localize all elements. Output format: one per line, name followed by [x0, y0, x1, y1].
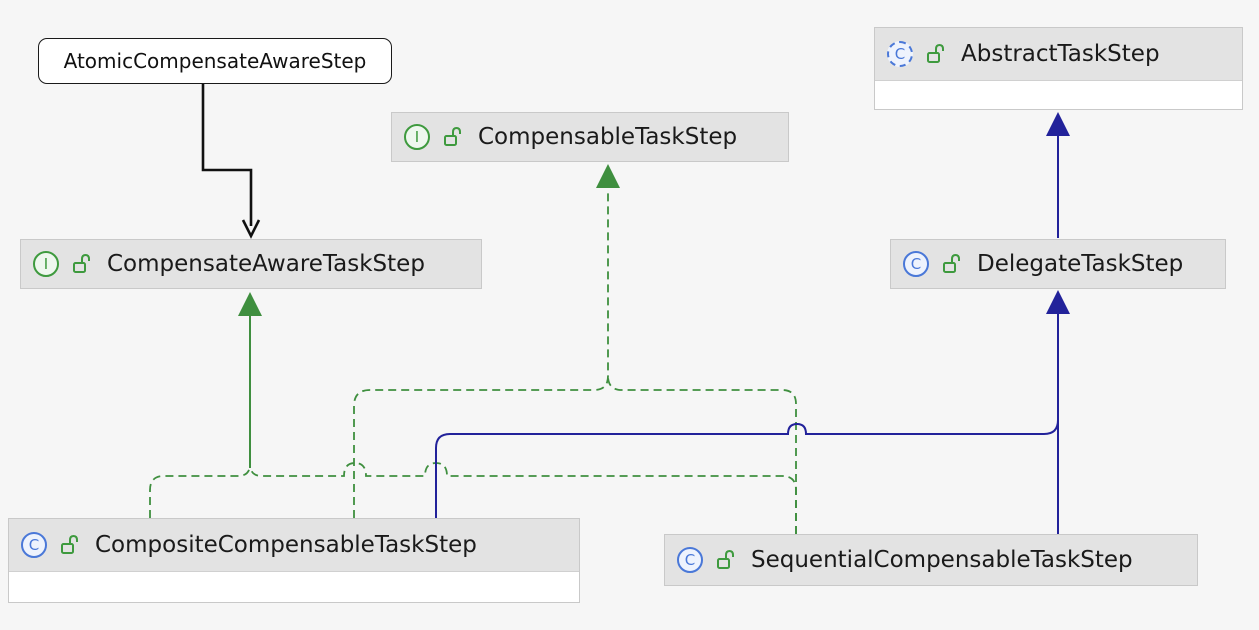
- node-header: I CompensateAwareTaskStep: [21, 240, 481, 288]
- implements-edges: [149, 192, 797, 534]
- unlocked-padlock-icon: [73, 253, 90, 273]
- unlocked-padlock-icon: [444, 126, 461, 146]
- node-header: C AbstractTaskStep: [875, 28, 1242, 81]
- node-body: [875, 81, 1242, 109]
- extends-arrowhead-delegate: [1046, 290, 1070, 314]
- note-text: AtomicCompensateAwareStep: [63, 49, 367, 73]
- node-title: DelegateTaskStep: [977, 251, 1184, 277]
- note-atomic-compensate-aware-step[interactable]: AtomicCompensateAwareStep: [38, 38, 392, 84]
- node-title: CompensateAwareTaskStep: [107, 251, 425, 277]
- node-abstract-task-step[interactable]: C AbstractTaskStep: [874, 27, 1243, 110]
- unlocked-padlock-icon: [943, 253, 960, 273]
- abstract-class-icon: C: [887, 41, 913, 67]
- extends-arrowhead-abstract: [1046, 112, 1070, 136]
- node-sequential-compensable-task-step[interactable]: C SequentialCompensableTaskStep: [664, 534, 1198, 586]
- node-header: C SequentialCompensableTaskStep: [665, 535, 1197, 585]
- implements-edge-sequential-to-compensable: [607, 375, 797, 534]
- note-link-arrowhead: [241, 219, 261, 239]
- class-icon: C: [903, 251, 929, 277]
- node-compensate-aware-task-step[interactable]: I CompensateAwareTaskStep: [20, 239, 482, 289]
- node-header: C CompositeCompensableTaskStep: [9, 519, 579, 572]
- unlocked-padlock-icon: [61, 534, 78, 554]
- class-icon: C: [21, 532, 47, 558]
- node-body: [9, 572, 579, 602]
- node-title: CompositeCompensableTaskStep: [95, 532, 477, 558]
- node-title: CompensableTaskStep: [478, 124, 738, 150]
- node-header: I CompensableTaskStep: [392, 113, 788, 161]
- node-title: AbstractTaskStep: [961, 41, 1160, 67]
- unlocked-padlock-icon: [717, 549, 734, 569]
- note-link-edge: [201, 84, 253, 226]
- implements-edge-composite-to-compensable: [353, 192, 609, 518]
- node-delegate-task-step[interactable]: C DelegateTaskStep: [890, 239, 1226, 289]
- extends-edges: [435, 136, 1059, 534]
- implements-edge-composite-to-compensate-aware: [149, 318, 251, 518]
- node-title: SequentialCompensableTaskStep: [751, 547, 1133, 573]
- implements-edge-sequential-to-compensate-aware: [249, 462, 797, 534]
- interface-icon: I: [33, 251, 59, 277]
- node-header: C DelegateTaskStep: [891, 240, 1225, 288]
- extends-edge-composite-to-delegate: [435, 314, 1059, 518]
- node-composite-compensable-task-step[interactable]: C CompositeCompensableTaskStep: [8, 518, 580, 603]
- node-compensable-task-step[interactable]: I CompensableTaskStep: [391, 112, 789, 162]
- interface-icon: I: [404, 124, 430, 150]
- unlocked-padlock-icon: [927, 43, 944, 63]
- implements-arrowhead-compensable: [596, 164, 620, 188]
- class-icon: C: [677, 547, 703, 573]
- implements-arrowhead-compensate-aware: [238, 292, 262, 316]
